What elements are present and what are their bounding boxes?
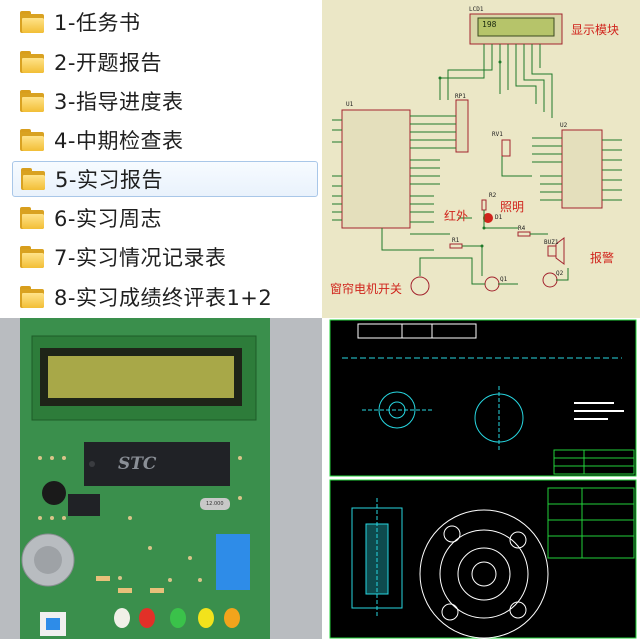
cad-drawing	[329, 319, 637, 639]
crystal-label: 12.000	[206, 501, 224, 507]
folder-item[interactable]: 3-指导进度表	[12, 83, 318, 119]
q2-ref-label: Q2	[556, 270, 564, 277]
chip-brand-label: STC	[118, 454, 157, 474]
buz1-ref-label: BUZ1	[544, 239, 559, 246]
folder-label: 1-任务书	[54, 11, 141, 35]
lighting-label: 照明	[500, 200, 525, 214]
r1-ref-label: R1	[452, 237, 460, 244]
lcd-reading: 198	[482, 20, 497, 29]
circuit-schematic: LCD1 198 显示模块 U1 RP1 RV1 U2 R2 D1 R1 R4 …	[322, 0, 640, 318]
u2-ref-label: U2	[560, 122, 568, 129]
led-d1-icon	[483, 213, 493, 223]
folder-icon	[20, 286, 44, 308]
lcd-ref-label: LCD1	[469, 6, 484, 13]
folder-item[interactable]: 1-任务书	[12, 4, 318, 40]
folder-icon	[20, 129, 44, 151]
d1-ref-label: D1	[495, 214, 503, 221]
folder-label: 6-实习周志	[54, 207, 162, 231]
display-module-label: 显示模块	[571, 23, 620, 37]
folder-label: 4-中期检查表	[54, 129, 184, 153]
folder-label: 5-实习报告	[55, 168, 163, 192]
folder-icon	[20, 207, 44, 229]
u1-ref-label: U1	[346, 101, 354, 108]
schematic-drawing	[332, 13, 622, 296]
infrared-label: 红外	[444, 209, 469, 223]
curtain-motor-label: 窗帘电机开关	[330, 282, 403, 296]
folder-list-panel: 1-任务书 2-开题报告 3-指导进度表 4-中期检查表 5-实习报告 6-实习…	[0, 0, 322, 318]
folder-label: 2-开题报告	[54, 51, 162, 75]
r2-ref-label: R2	[489, 192, 497, 199]
rp1-ref-label: RP1	[455, 93, 466, 100]
folder-icon	[20, 90, 44, 112]
folder-icon	[21, 168, 45, 190]
folder-label: 8-实习成绩终评表1+2	[54, 286, 273, 310]
rv1-ref-label: RV1	[492, 131, 503, 138]
folder-item-selected[interactable]: 5-实习报告	[12, 161, 318, 197]
folder-item[interactable]: 2-开题报告	[12, 44, 318, 80]
folder-item[interactable]: 4-中期检查表	[12, 122, 318, 158]
r4-ref-label: R4	[518, 225, 526, 232]
folder-label: 7-实习情况记录表	[54, 246, 227, 270]
q1-ref-label: Q1	[500, 276, 508, 283]
cad-drawings	[322, 318, 640, 639]
folder-item[interactable]: 8-实习成绩终评表1+2	[12, 279, 318, 315]
folder-label: 3-指导进度表	[54, 90, 184, 114]
pcb-board-photo: STC 12.000	[0, 318, 322, 639]
pcb-drawing	[20, 318, 270, 639]
alarm-label: 报警	[590, 251, 615, 265]
folder-item[interactable]: 6-实习周志	[12, 200, 318, 236]
folder-icon	[20, 246, 44, 268]
folder-item[interactable]: 7-实习情况记录表	[12, 239, 318, 275]
folder-icon	[20, 51, 44, 73]
folder-icon	[20, 11, 44, 33]
